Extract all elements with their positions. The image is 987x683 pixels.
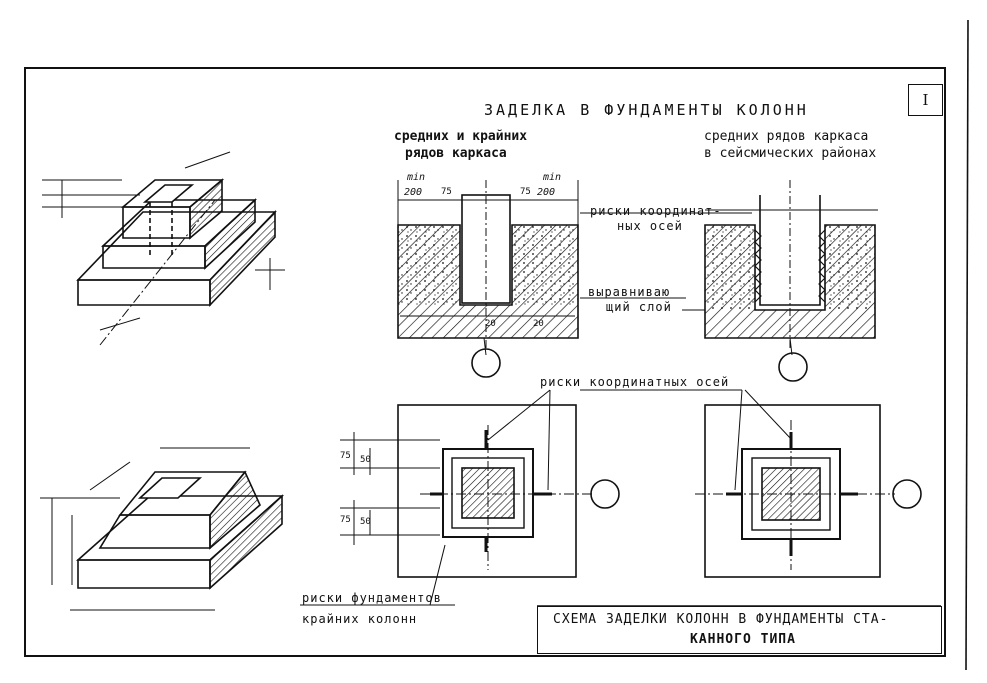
dim-50-c: 50 xyxy=(360,455,371,465)
drawing-title: ЗАДЕЛКА В ФУНДАМЕНТЫ КОЛОНН xyxy=(484,101,809,119)
plan-left xyxy=(340,404,620,578)
dim-20-b: 20 xyxy=(533,319,544,329)
axis-marker-right-plan xyxy=(892,479,922,509)
label-foundation-marks-1: риски фундаментов xyxy=(302,591,442,605)
dim-75-left: 75 xyxy=(441,187,452,197)
label-coord-marks-2: ных осей xyxy=(617,219,683,233)
right-column-title-1: средних рядов каркаса xyxy=(704,129,869,144)
dim-20-a: 20 xyxy=(485,319,496,329)
axis-marker-left-section xyxy=(471,348,501,378)
section-left xyxy=(397,180,579,378)
dim-200-right: 200 xyxy=(537,187,556,198)
label-coord-marks-1: риски координат- xyxy=(590,204,722,218)
left-column-title-1: средних и крайних xyxy=(394,129,528,144)
sheet-number: I xyxy=(908,84,943,116)
left-column-title-2: рядов каркаса xyxy=(405,146,507,161)
dim-75-right: 75 xyxy=(520,187,531,197)
iso-foundation-tapered xyxy=(40,447,285,611)
dim-75-d: 75 xyxy=(340,515,351,525)
dim-min-left: min xyxy=(407,172,426,183)
plan-right xyxy=(695,404,922,578)
axis-marker-right-section xyxy=(778,352,808,382)
dim-200-left: 200 xyxy=(404,187,423,198)
right-column-title-2: в сейсмических районах xyxy=(704,146,877,161)
title-block-line-1: СХЕМА ЗАДЕЛКИ КОЛОНН В ФУНДАМЕНТЫ СТА- xyxy=(553,612,889,627)
axis-marker-left-plan xyxy=(590,479,620,509)
dim-75-c: 75 xyxy=(340,451,351,461)
sheet-frame xyxy=(24,67,946,657)
dim-50-d: 50 xyxy=(360,517,371,527)
title-block-line-2: КАННОГО ТИПА xyxy=(690,632,796,647)
iso-foundation-stepped xyxy=(42,151,285,346)
title-block xyxy=(537,606,942,654)
label-leveling-1: выравниваю xyxy=(588,285,671,299)
label-foundation-marks-2: крайних колонн xyxy=(302,612,418,626)
section-right xyxy=(682,180,878,382)
leader-lines xyxy=(300,212,793,606)
label-coord-axes-marks: риски координатных осей xyxy=(540,375,730,389)
dim-min-right: min xyxy=(543,172,562,183)
label-leveling-2: щий слой xyxy=(606,300,672,314)
